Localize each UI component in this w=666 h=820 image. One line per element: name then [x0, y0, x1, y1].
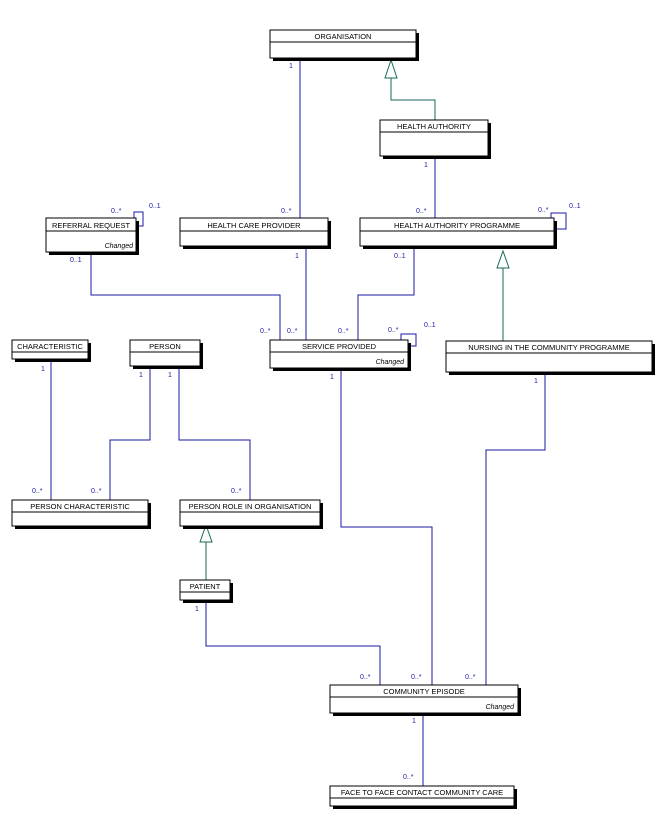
assoc-sp-self	[400, 333, 417, 347]
mult-hap-self-many: 0..*	[538, 207, 549, 214]
assoc-person-prio	[178, 368, 251, 500]
health-authority-programme-title: HEALTH AUTHORITY PROGRAMME	[394, 221, 520, 230]
mult-rr-self-many: 0..*	[111, 208, 122, 215]
multiplicity-labels: 1 0..* 1 0..* 0..* 0..1 0..1 0..* 1 0..*…	[32, 63, 581, 781]
assoc-nicp-ce	[485, 374, 546, 685]
community-episode-title: COMMUNITY EPISODE	[383, 687, 465, 696]
mult-sp-self-many: 0..*	[388, 327, 399, 334]
mult-sp-ce-one: 1	[330, 374, 334, 381]
mult-sp-self-opt: 0..1	[424, 322, 436, 329]
entity-health-authority: HEALTH AUTHORITY	[379, 119, 491, 159]
mult-ha-hap-one: 1	[424, 162, 428, 169]
person-title: PERSON	[149, 342, 181, 351]
entity-health-authority-programme: HEALTH AUTHORITY PROGRAMME	[359, 217, 557, 249]
mult-rr-sp-opt: 0..1	[70, 257, 82, 264]
mult-char-pc-many: 0..*	[32, 488, 43, 495]
service-provided-title: SERVICE PROVIDED	[302, 342, 377, 351]
mult-patient-ce-many: 0..*	[360, 674, 371, 681]
mult-hcp-sp-one: 1	[295, 253, 299, 260]
assoc-hap-sp	[357, 249, 415, 340]
mult-char-pc-one: 1	[41, 366, 45, 373]
face-to-face-contact-title: FACE TO FACE CONTACT COMMUNITY CARE	[341, 788, 503, 797]
health-care-provider-title: HEALTH CARE PROVIDER	[207, 221, 301, 230]
mult-ce-f2f-one: 1	[412, 718, 416, 725]
referral-request-stereotype: Changed	[105, 243, 135, 250]
entity-referral-request: REFERRAL REQUEST Changed	[45, 217, 139, 255]
gen-patient-to-prio-arrow	[199, 523, 213, 543]
mult-rr-self-opt: 0..1	[149, 203, 161, 210]
assoc-rr-sp	[90, 253, 281, 340]
patient-title: PATIENT	[190, 582, 221, 591]
health-authority-title: HEALTH AUTHORITY	[397, 122, 471, 131]
mult-nicp-ce-one: 1	[534, 378, 538, 385]
service-provided-stereotype: Changed	[376, 359, 406, 366]
referral-request-title: REFERRAL REQUEST	[52, 221, 130, 230]
person-characteristic-title: PERSON CHARACTERISTIC	[30, 502, 130, 511]
mult-nicp-ce-many: 0..*	[465, 674, 476, 681]
mult-patient-ce-one: 1	[195, 606, 199, 613]
mult-org-hcp-many: 0..*	[281, 208, 292, 215]
mult-person-pc-many: 0..*	[91, 488, 102, 495]
nursing-in-community-programme-title: NURSING IN THE COMMUNITY PROGRAMME	[468, 343, 629, 352]
entity-patient: PATIENT	[179, 579, 233, 603]
mult-person-pc-one: 1	[139, 372, 143, 379]
generalisations	[199, 58, 510, 580]
assoc-patient-ce	[205, 602, 381, 685]
entity-service-provided: SERVICE PROVIDED Changed	[269, 339, 411, 371]
mult-hap-sp-opt: 0..1	[394, 253, 406, 260]
entity-health-care-provider: HEALTH CARE PROVIDER	[179, 217, 331, 249]
mult-ha-hap-many: 0..*	[416, 208, 427, 215]
characteristic-title: CHARACTERISTIC	[17, 342, 83, 351]
mult-person-prio-one: 1	[168, 372, 172, 379]
gen-nicp-to-hap-arrow	[496, 249, 510, 269]
mult-org-hcp-one: 1	[289, 63, 293, 70]
mult-hap-sp-many: 0..*	[338, 328, 349, 335]
assoc-rr-self	[133, 211, 144, 227]
mult-rr-sp-many: 0..*	[260, 328, 271, 335]
entity-person: PERSON	[129, 339, 203, 369]
entity-organisation: ORGANISATION	[269, 29, 419, 61]
assoc-sp-ce	[340, 370, 433, 685]
mult-person-prio-many: 0..*	[231, 488, 242, 495]
gen-ha-to-org-arrow	[384, 58, 398, 79]
associations	[50, 59, 567, 786]
assoc-hap-self	[550, 212, 567, 230]
person-role-in-organisation-title: PERSON ROLE IN ORGANISATION	[189, 502, 312, 511]
mult-hap-self-opt: 0..1	[569, 203, 581, 210]
assoc-person-pc	[109, 368, 151, 500]
mult-sp-ce-many: 0..*	[411, 674, 422, 681]
organisation-title: ORGANISATION	[315, 32, 372, 41]
entity-nursing-in-community-programme: NURSING IN THE COMMUNITY PROGRAMME	[445, 340, 655, 375]
mult-ce-f2f-many: 0..*	[403, 774, 414, 781]
entity-face-to-face-contact-community-care: FACE TO FACE CONTACT COMMUNITY CARE	[329, 785, 517, 809]
mult-hcp-sp-many: 0..*	[287, 328, 298, 335]
entity-characteristic: CHARACTERISTIC	[11, 339, 91, 362]
gen-ha-to-org-line	[390, 78, 436, 120]
community-episode-stereotype: Changed	[486, 704, 516, 711]
entity-person-characteristic: PERSON CHARACTERISTIC	[11, 499, 151, 529]
entity-community-episode: COMMUNITY EPISODE Changed	[329, 684, 521, 716]
entity-person-role-in-organisation: PERSON ROLE IN ORGANISATION	[179, 499, 323, 529]
